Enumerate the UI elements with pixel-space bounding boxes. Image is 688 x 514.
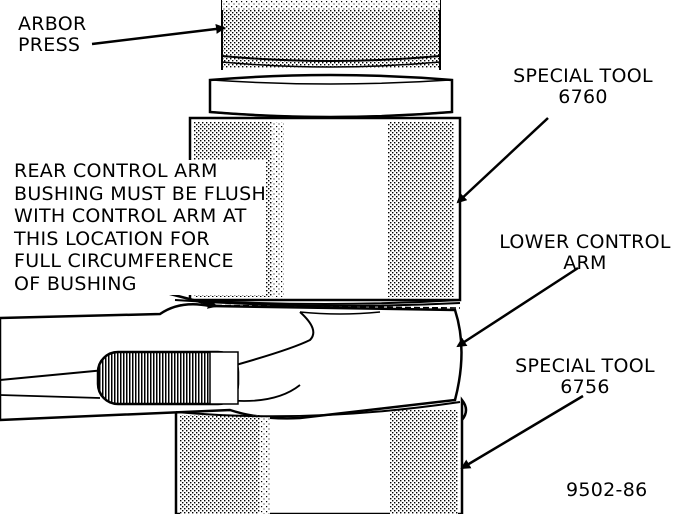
- label-lower-control-arm: LOWER CONTROL ARM: [490, 232, 680, 274]
- label-special-tool-6760-line-1: SPECIAL TOOL: [513, 65, 653, 87]
- label-arbor-press-line-2: PRESS: [18, 34, 81, 56]
- note-line-1: REAR CONTROL ARM: [14, 160, 218, 182]
- arrow-special-tool-6760: [456, 117, 549, 204]
- note-line-5: FULL CIRCUMFERENCE: [14, 250, 234, 272]
- arrow-special-tool-6756: [460, 394, 584, 470]
- label-rear-control-arm-note: REAR CONTROL ARM BUSHING MUST BE FLUSH W…: [14, 160, 267, 295]
- note-line-3: WITH CONTROL ARM AT: [14, 205, 247, 227]
- label-special-tool-6756-line-2: 6756: [560, 376, 610, 398]
- arrow-lower-control-arm: [456, 266, 579, 348]
- note-line-6: OF BUSHING: [14, 272, 137, 295]
- leader-lines: [91, 23, 584, 470]
- lower-control-arm: [0, 303, 463, 422]
- label-special-tool-6756-line-1: SPECIAL TOOL: [515, 355, 655, 377]
- note-line-4: THIS LOCATION FOR: [14, 227, 210, 250]
- label-special-tool-6756: SPECIAL TOOL 6756: [510, 356, 660, 398]
- arbor-press-ram: [221, 0, 441, 70]
- label-lower-control-arm-line-1: LOWER CONTROL: [499, 231, 671, 253]
- label-special-tool-6760-line-2: 6760: [558, 86, 608, 108]
- arrow-arbor-press: [91, 23, 226, 46]
- figure-number: 9502-86: [566, 479, 648, 501]
- arm-bushing: [96, 350, 240, 406]
- label-arbor-press: ARBOR PRESS: [18, 14, 87, 56]
- label-arbor-press-line-1: ARBOR: [18, 13, 87, 35]
- special-tool-6756: [174, 396, 468, 514]
- label-lower-control-arm-line-2: ARM: [563, 252, 607, 274]
- label-special-tool-6760: SPECIAL TOOL 6760: [508, 66, 658, 108]
- note-line-2: BUSHING MUST BE FLUSH: [14, 182, 267, 205]
